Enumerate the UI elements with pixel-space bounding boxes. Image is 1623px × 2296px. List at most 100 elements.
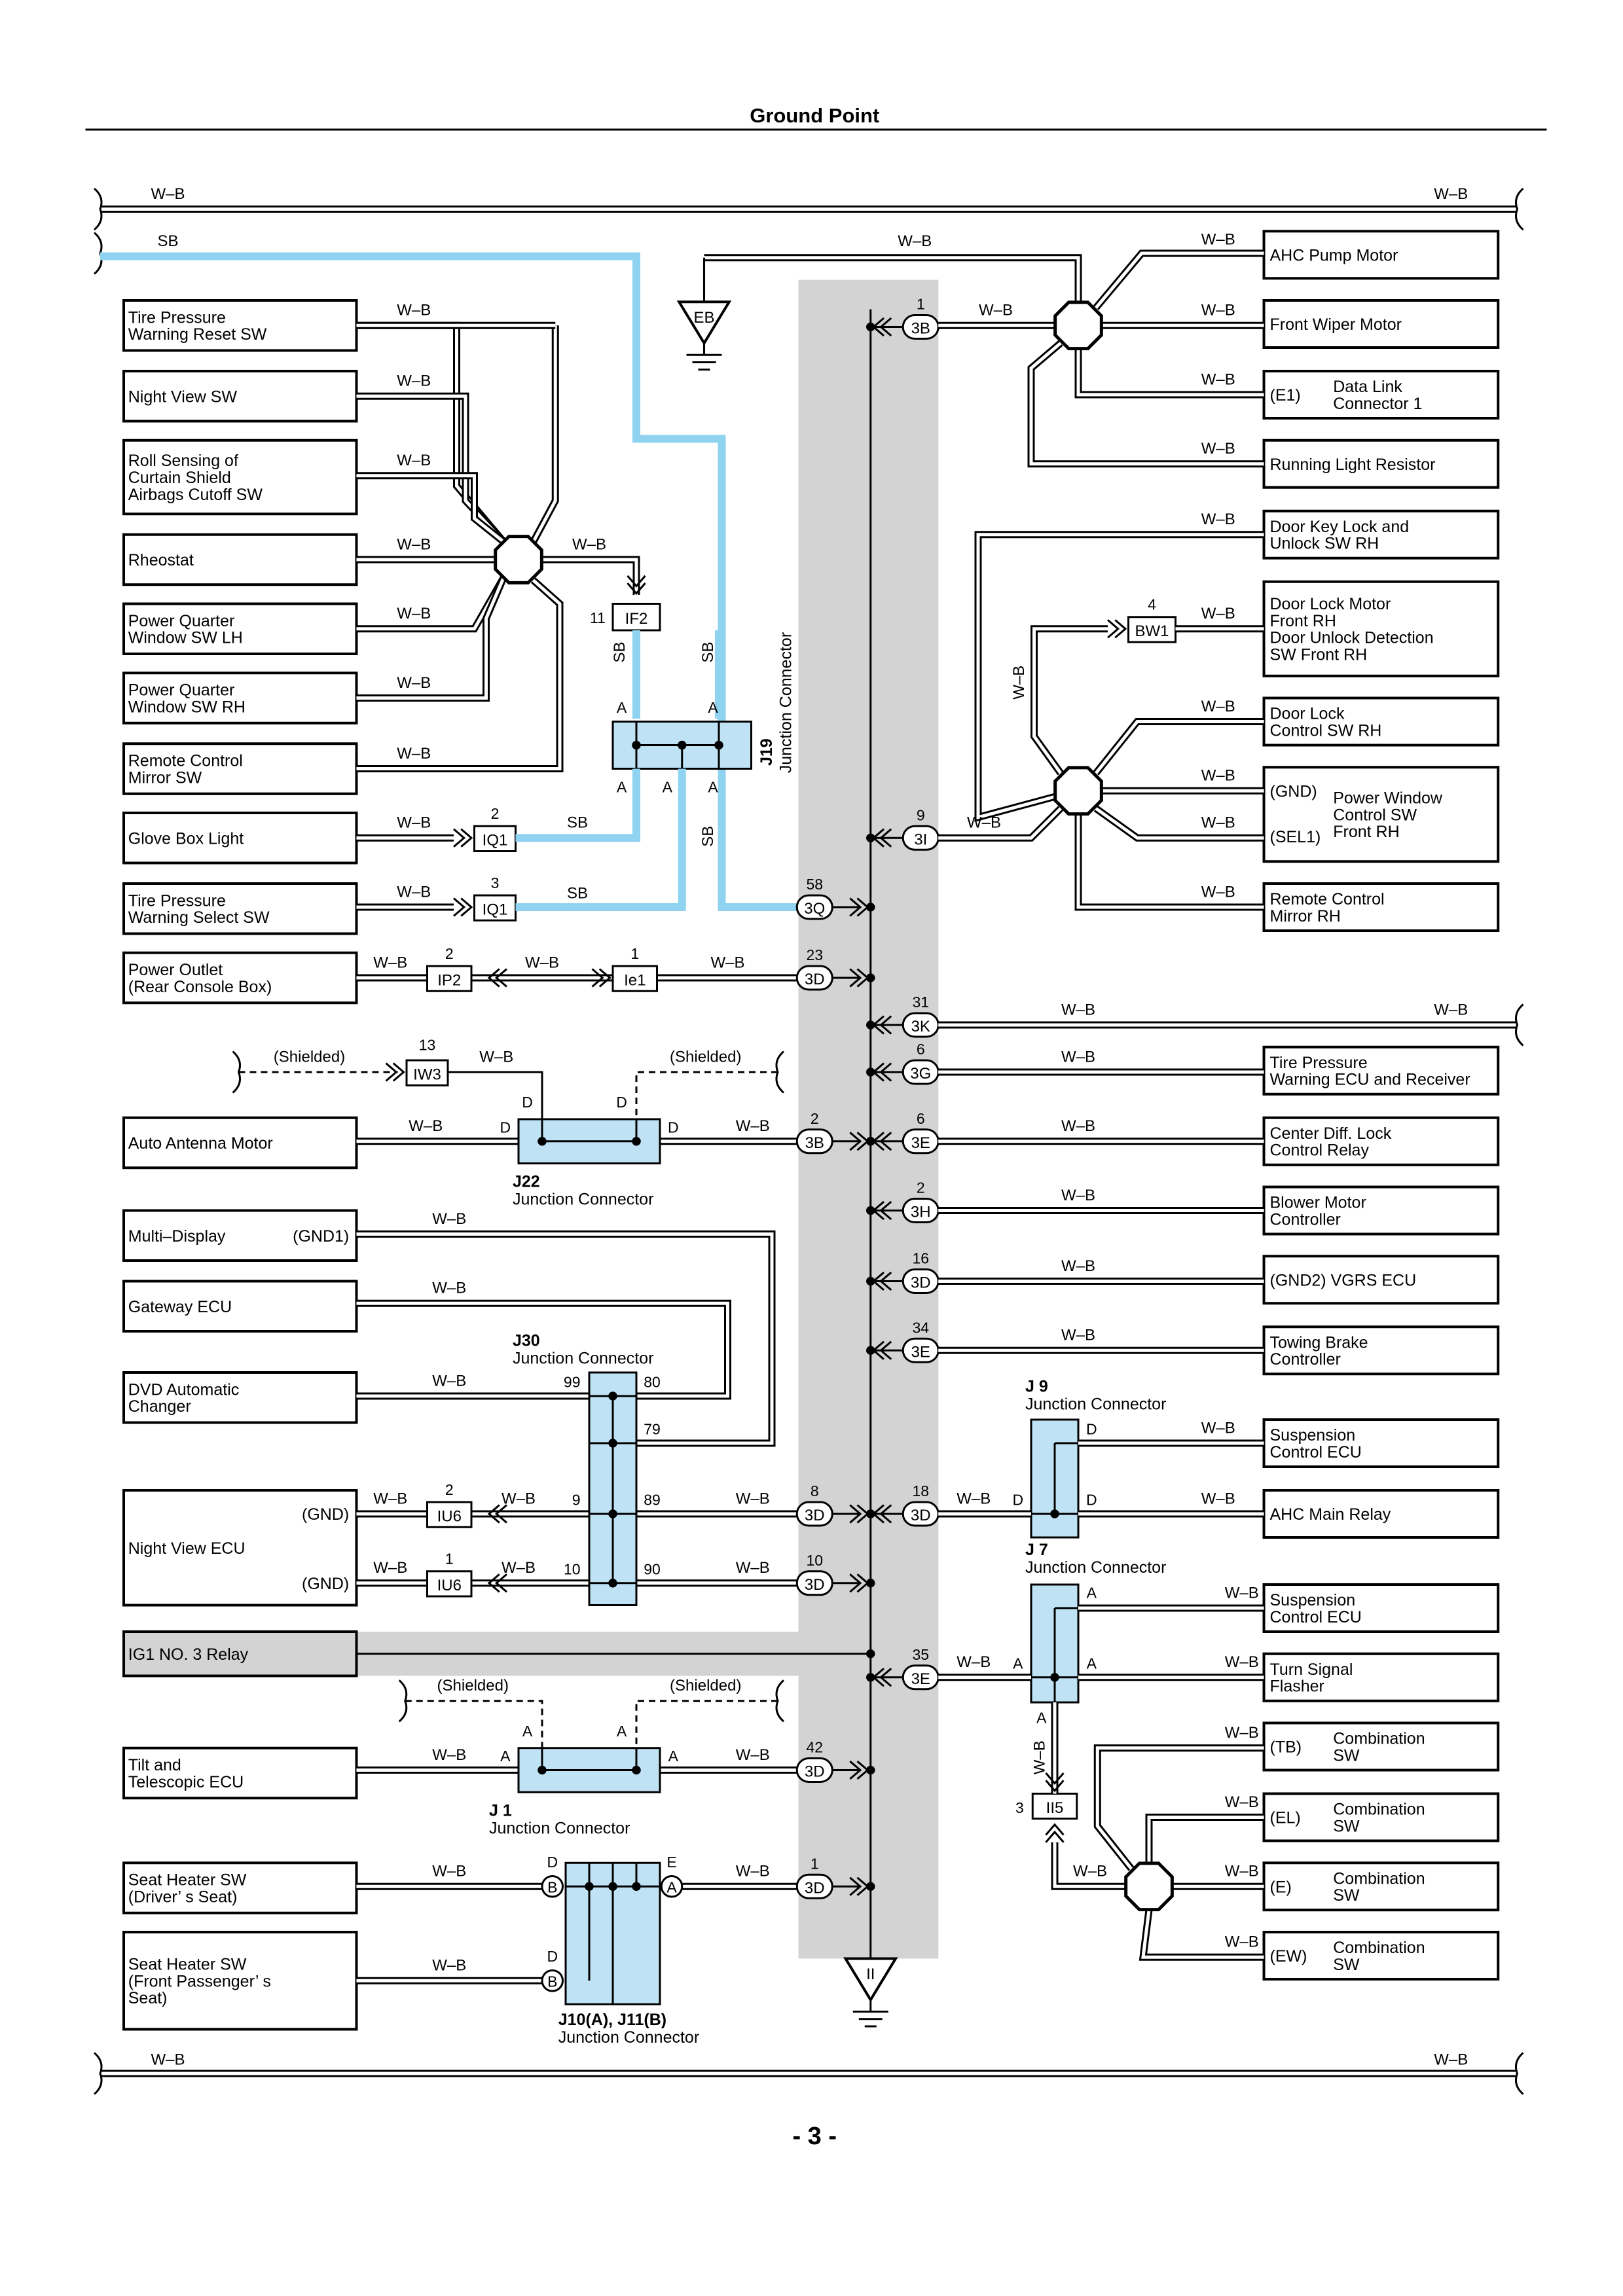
bus-dot-1 [866,322,875,332]
bus-pill-code-13: 3D [911,1507,931,1524]
shield-label-4: (Shielded) [670,1677,741,1695]
connector-BW1-box [1127,616,1176,643]
shield-dash-4 [635,1700,778,1748]
j9-pin-d1: D [1012,1492,1023,1509]
j22-pin-d2: D [522,1094,533,1111]
right-component-label-6-1: Door Lock Motor [1270,595,1391,613]
j1-id: J 1 [489,1801,512,1820]
left-component-box-3 [122,439,358,516]
right-component-box-21 [1262,1861,1500,1912]
left-component-18: Seat Heater SW(Driver’ s Seat) [122,1861,358,1914]
right-component-label-6-2: Front RH [1270,612,1336,630]
bus-pill-pin-10: 16 [912,1250,929,1267]
wl-tilt: W–B [432,1746,466,1764]
bus-pill-pin-13: 18 [912,1482,929,1499]
wire-comb-tb-inner [1095,1746,1264,1870]
right-component-label-10-2: Warning ECU and Receiver [1270,1071,1470,1089]
left-component-label-14-2: Changer [128,1397,191,1416]
wl-gateway: W–B [432,1280,466,1297]
bus-connector-3E-6: 3E6 [866,1110,939,1155]
wl-dvd: W–B [432,1372,466,1390]
right-component-label-13-1: (GND2) VGRS ECU [1270,1271,1417,1289]
right-component-label-14-2: Controller [1270,1350,1341,1369]
j11-B-circle [541,1969,564,1992]
left-component-label-10-1: Power Outlet [128,961,223,979]
left-component-2: Night View SW [122,370,358,423]
wire-to-running [1027,340,1264,468]
arrow-IQ1b [460,897,473,917]
wire-3I-splice-inner [938,807,1062,840]
left-component-label-8-1: Glove Box Light [128,829,244,848]
wl-multi: W–B [432,1210,466,1228]
bus-connector-3H-2: 3H2 [866,1179,939,1223]
wire-mirror-rh [1074,814,1264,911]
wire-doorlockctrl [1093,718,1264,776]
sb-J19-IQ1a [515,768,640,842]
j10-dot1 [585,1882,594,1891]
left-component-label-11-1: Auto Antenna Motor [128,1134,273,1153]
right-component-box-8 [1262,766,1500,863]
left-component-label-12-1: Multi–Display [128,1227,226,1246]
left-component-11: Auto Antenna Motor [122,1116,358,1170]
top-left-brace [93,187,103,231]
bus-dot-14 [866,1579,875,1588]
wl-ii5-splice: W–B [1073,1863,1107,1880]
right-component-box-13 [1262,1255,1500,1305]
right-component-box-10 [1262,1045,1500,1096]
right-component-label-17-1: Suspension [1270,1591,1356,1609]
wire-doorkey [974,531,1264,822]
connector-BW1-code: BW1 [1135,622,1169,640]
connector-II5-code: II5 [1046,1799,1064,1817]
wire-3I-splice [938,806,1063,842]
wl-seat2: W–B [432,1957,466,1975]
left-component-box-6 [122,672,358,725]
left-wire-1-outer [356,321,507,545]
page-title: Ground Point [750,104,879,127]
j22-pin-d3: D [616,1094,627,1111]
j10-id: J10(A), J11(B) [558,2011,666,2029]
wl-bw1-v: W–B [1010,666,1028,700]
right-component-label-9-1: Remote Control [1270,890,1385,908]
j22-inner [541,1119,638,1143]
left-component-label-19-2: (Front Passenger’ s [128,1972,271,1990]
wl-j7-ii5: W–B [1030,1740,1048,1774]
left-component-label-19-1: Seat Heater SW [128,1955,247,1973]
wl-sb-IQ1b: SB [567,885,588,903]
right-component-box-3 [1262,370,1500,420]
left-component-box-13 [122,1280,358,1333]
left-component-label-1-2: Warning Reset SW [128,325,267,344]
wl-nv2: W–B [373,1559,407,1577]
connector-IF2-pin: 11 [590,609,606,626]
left-component-label-5-2: Window SW LH [128,629,243,647]
connector-Ie1-box [611,965,658,992]
j11-pin-d2: D [547,1948,558,1965]
j30-pin-89: 89 [644,1492,661,1509]
j30-pin-9: 9 [572,1492,581,1509]
arrow-IQ1a-2 [453,828,466,848]
IP2-pin: 2 [445,945,454,962]
right-term-22: (EW) [1270,1947,1307,1965]
arrow-IU6a-2 [494,1504,507,1524]
shield-label-1: (Shielded) [274,1048,345,1066]
wl-sb-IQ1a: SB [567,814,588,832]
arrow-IF2 [627,583,646,596]
j30-pin-10: 10 [564,1560,581,1577]
connector-IU6-b: IU6 [426,1570,473,1598]
j30-dot1 [608,1439,617,1448]
bus-pill-pin-8: 6 [917,1110,925,1127]
left-component-box-17 [122,1746,358,1800]
bus-pill-code-7: 3B [805,1134,824,1152]
wl-3i: W–B [967,814,1001,832]
wl-3b-splice: W–B [979,302,1013,319]
left-component-8: Glove Box Light [122,812,358,865]
bus-dot-4 [866,973,875,982]
connector-IP2: IP2 [426,965,473,992]
connector-IW3-code: IW3 [413,1066,441,1083]
bus-pill-pin-17: 1 [811,1855,819,1872]
right-component-box-15 [1262,1418,1500,1468]
j9-dot [1050,1509,1059,1518]
